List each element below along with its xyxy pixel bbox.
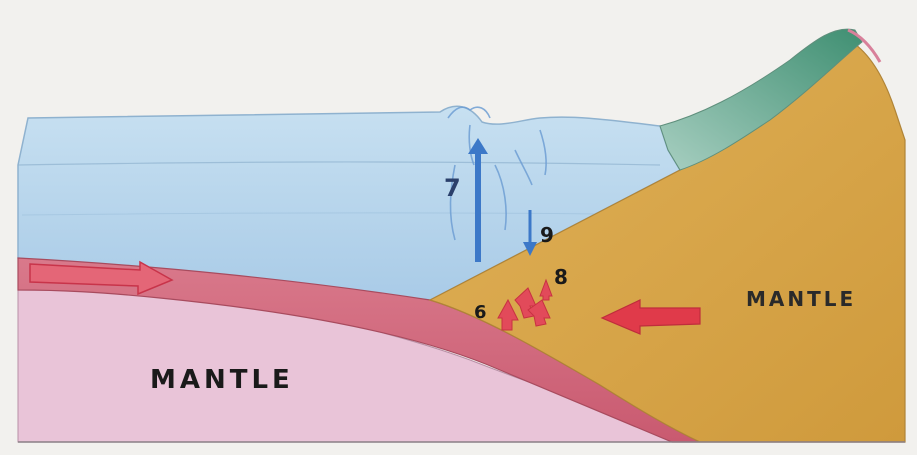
- label-8: 8: [554, 265, 568, 289]
- label-7: 7: [444, 174, 461, 202]
- mantle-right-label: MANTLE: [746, 287, 856, 311]
- label-9: 9: [540, 223, 554, 247]
- mantle-left-label: MANTLE: [150, 365, 294, 395]
- label-6: 6: [474, 302, 487, 323]
